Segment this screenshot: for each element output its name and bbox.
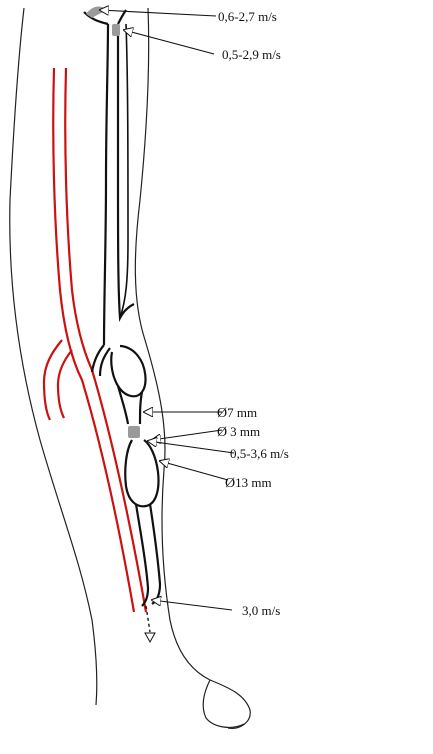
- label-velocity-upper: 0,5-2,9 m/s: [222, 47, 281, 62]
- diameter-symbol-icon: Ø: [225, 476, 235, 491]
- label-diameter-7mm: Ø7 mm: [217, 405, 257, 421]
- arm-outline-hand: [203, 680, 244, 727]
- diameter-symbol-icon: Ø: [217, 406, 227, 421]
- diameter-symbol-icon: Ø: [217, 425, 227, 440]
- dark-vessel: [84, 10, 160, 606]
- dark-vessel-upper-branch: [92, 345, 110, 376]
- red-vessel-branch-inner: [58, 350, 72, 418]
- leader-5: [148, 441, 234, 453]
- dark-vessel-mid-right: [140, 392, 142, 424]
- leader-7: [152, 600, 232, 610]
- stenosis-top-segment: [112, 24, 120, 36]
- leader-6: [160, 461, 228, 480]
- dark-vessel-lower-aneurysm: [125, 440, 158, 506]
- dark-vessel-upper-aneurysm: [111, 346, 145, 396]
- dark-vessel-top-right: [118, 10, 126, 24]
- label-velocity-stenosis: 0,5-3,6 m/s: [230, 446, 289, 461]
- stenosis-mid-segment: [128, 426, 140, 438]
- dark-vessel-wall-right: [118, 24, 134, 318]
- leader-1: [100, 10, 216, 16]
- label-velocity-outflow: 3,0 m/s: [242, 603, 280, 618]
- dark-vessel-wall-left: [104, 24, 108, 345]
- leader-2: [124, 30, 214, 54]
- label-diameter-13mm: Ø13 mm: [225, 475, 272, 491]
- label-velocity-top: 0,6-2,7 m/s: [218, 9, 277, 24]
- dark-vessel-lower-right: [150, 504, 160, 604]
- red-vessel: [44, 68, 146, 612]
- arm-outline-right: [135, 8, 250, 728]
- leader-4: [152, 430, 222, 440]
- outflow-arrowhead-icon: [145, 633, 155, 642]
- dark-vessel-inner-top: [120, 24, 128, 318]
